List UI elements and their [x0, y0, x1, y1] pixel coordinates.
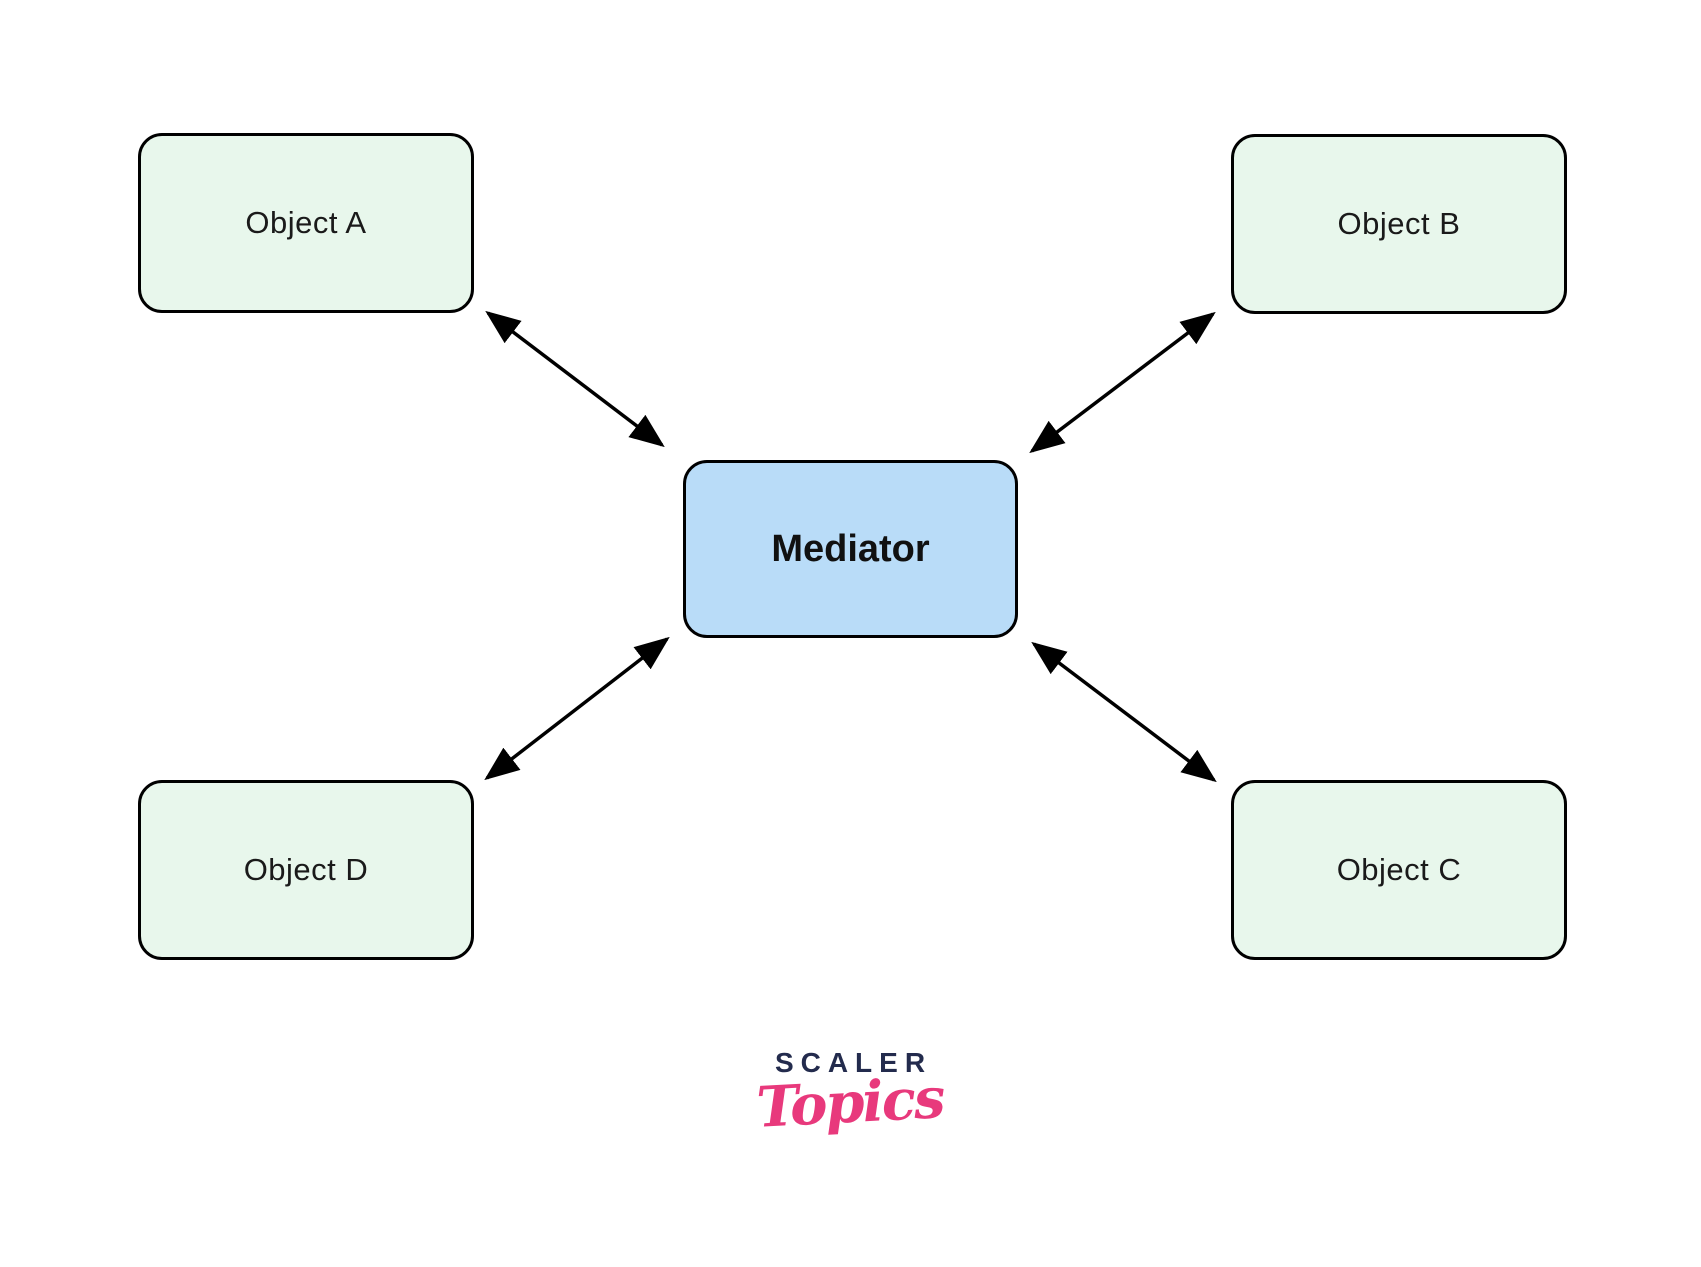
node-object-c-label: Object C [1336, 852, 1462, 887]
arrow-object-d-mediator [484, 636, 670, 781]
node-object-a: Object A [138, 133, 474, 313]
arrow-object-c-mediator [1031, 641, 1217, 783]
node-object-d-label: Object D [243, 852, 369, 887]
node-mediator-label: Mediator [771, 527, 930, 570]
arrow-object-b-mediator [1029, 311, 1216, 454]
node-object-a-label: Object A [245, 205, 367, 240]
node-object-c: Object C [1231, 780, 1567, 960]
node-object-b: Object B [1231, 134, 1567, 314]
node-mediator: Mediator [683, 460, 1018, 638]
node-object-b-label: Object B [1337, 206, 1461, 241]
logo-brand-text: SCALER [774, 1047, 933, 1078]
arrow-object-a-mediator [485, 310, 665, 448]
node-object-d: Object D [138, 780, 474, 960]
scaler-topics-logo: SCALER Topics [690, 1047, 1010, 1140]
